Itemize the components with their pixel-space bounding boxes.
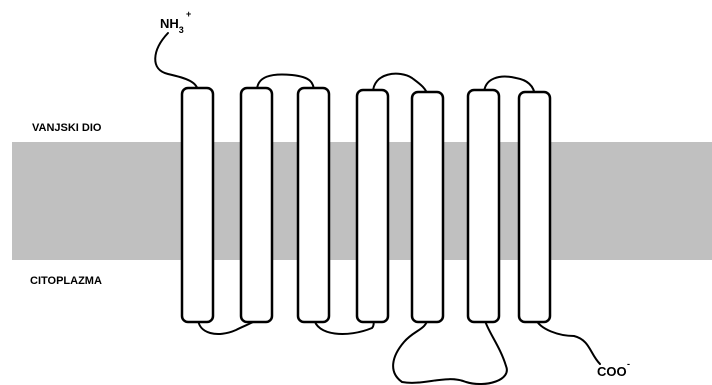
n-terminus-subscript: 3 — [179, 25, 184, 35]
intracellular-loop-3 — [393, 318, 507, 384]
transmembrane-helix — [298, 88, 329, 322]
c-terminal-tail — [535, 318, 600, 364]
transmembrane-helix — [357, 90, 388, 322]
cytoplasm-label: CITOPLAZMA — [30, 275, 102, 287]
n-terminal-tail — [155, 33, 198, 92]
transmembrane-helix — [412, 92, 443, 322]
n-terminus-label: NH3 — [160, 16, 184, 35]
n-terminus-superscript: + — [186, 9, 191, 19]
transmembrane-helix — [519, 92, 550, 322]
transmembrane-helix — [468, 90, 499, 322]
outside-label: VANJSKI DIO — [32, 122, 102, 134]
c-terminus-superscript: - — [627, 359, 630, 369]
n-terminus-base: NH — [160, 16, 179, 31]
transmembrane-helix — [182, 88, 213, 322]
c-terminus-label: COO — [597, 364, 627, 379]
transmembrane-helix — [241, 88, 272, 322]
